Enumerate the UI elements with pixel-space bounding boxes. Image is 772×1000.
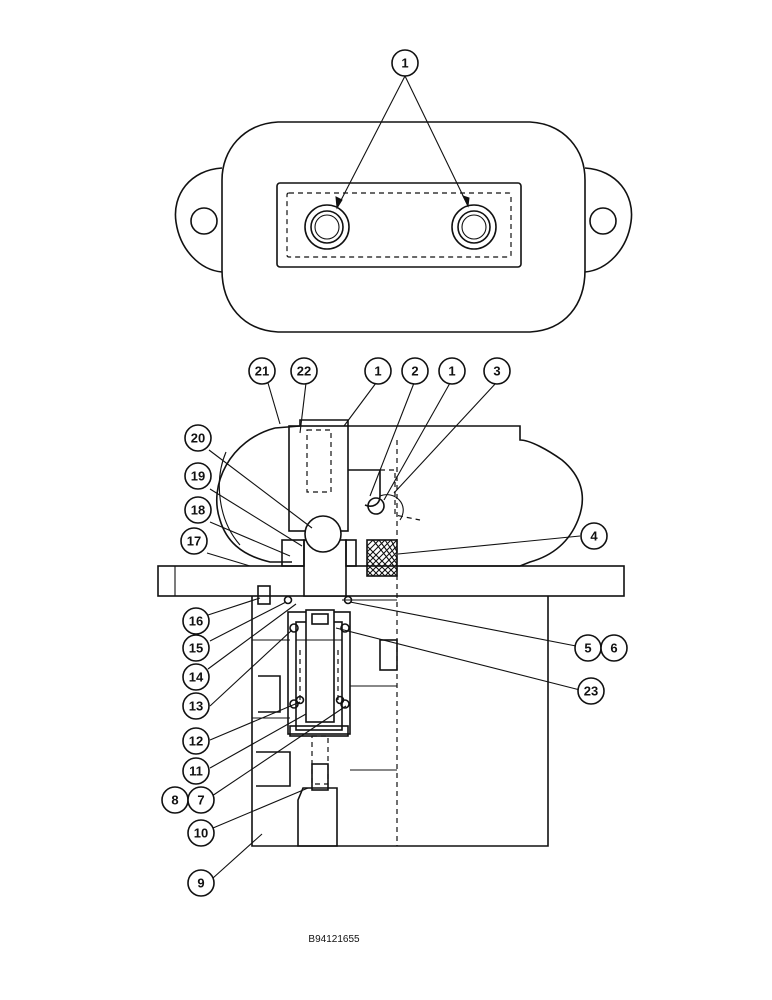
plate-gasket <box>286 192 512 258</box>
mounting-flange <box>157 565 625 597</box>
drawing-code: B94121655 <box>308 934 360 945</box>
callout-18: 18 <box>184 496 212 524</box>
svg-text:1: 1 <box>401 56 408 71</box>
callout-1-a: 1 <box>364 357 392 385</box>
svg-text:20: 20 <box>191 431 205 446</box>
callout-1-b: 1 <box>438 357 466 385</box>
svg-text:16: 16 <box>189 614 203 629</box>
svg-text:14: 14 <box>189 670 204 685</box>
svg-text:1: 1 <box>374 364 381 379</box>
top-view <box>174 75 633 333</box>
svg-text:11: 11 <box>189 764 203 779</box>
svg-text:22: 22 <box>297 364 311 379</box>
port-right <box>451 204 497 250</box>
callout-23: 23 <box>577 677 605 705</box>
svg-text:6: 6 <box>610 641 617 656</box>
callout-5: 5 <box>574 634 602 662</box>
callout-8: 8 <box>161 786 189 814</box>
callout-12: 12 <box>182 727 210 755</box>
svg-text:13: 13 <box>189 699 203 714</box>
svg-text:12: 12 <box>189 734 203 749</box>
callout-6: 6 <box>600 634 628 662</box>
svg-text:2: 2 <box>411 364 418 379</box>
lower-body <box>251 596 549 847</box>
leaders <box>206 382 581 879</box>
callout-15: 15 <box>182 634 210 662</box>
svg-text:18: 18 <box>191 503 205 518</box>
svg-text:4: 4 <box>590 529 598 544</box>
spring <box>289 623 350 709</box>
callout-17: 17 <box>180 527 208 555</box>
callout-11: 11 <box>182 757 210 785</box>
callout-9: 9 <box>187 869 215 897</box>
callout-14: 14 <box>182 663 210 691</box>
callout-21: 21 <box>248 357 276 385</box>
svg-text:8: 8 <box>171 793 178 808</box>
right-lug <box>584 167 633 273</box>
svg-text:9: 9 <box>197 876 204 891</box>
callout-20: 20 <box>184 424 212 452</box>
callout-1-top: 1 <box>391 49 419 77</box>
svg-text:19: 19 <box>191 469 205 484</box>
callout-16: 16 <box>182 607 210 635</box>
seal-block <box>366 539 398 577</box>
cover-plate <box>276 182 522 268</box>
svg-text:3: 3 <box>493 364 500 379</box>
callout-2: 2 <box>401 357 429 385</box>
callout-19: 19 <box>184 462 212 490</box>
svg-text:10: 10 <box>194 826 208 841</box>
svg-text:15: 15 <box>189 641 203 656</box>
spring-stem <box>305 609 335 723</box>
left-lug <box>174 167 223 273</box>
svg-text:7: 7 <box>197 793 204 808</box>
ball <box>304 515 342 553</box>
callout-10: 10 <box>187 819 215 847</box>
callout-22: 22 <box>290 357 318 385</box>
svg-text:1: 1 <box>448 364 455 379</box>
svg-text:5: 5 <box>584 641 591 656</box>
callout-7: 7 <box>187 786 215 814</box>
housing-outline <box>215 425 584 567</box>
svg-text:21: 21 <box>255 364 269 379</box>
svg-text:17: 17 <box>187 534 201 549</box>
callout-4: 4 <box>580 522 608 550</box>
callout-3: 3 <box>483 357 511 385</box>
port-left <box>304 204 350 250</box>
svg-text:23: 23 <box>584 684 598 699</box>
callout-13: 13 <box>182 692 210 720</box>
top-body-outline <box>221 121 586 333</box>
section-view <box>157 382 625 879</box>
